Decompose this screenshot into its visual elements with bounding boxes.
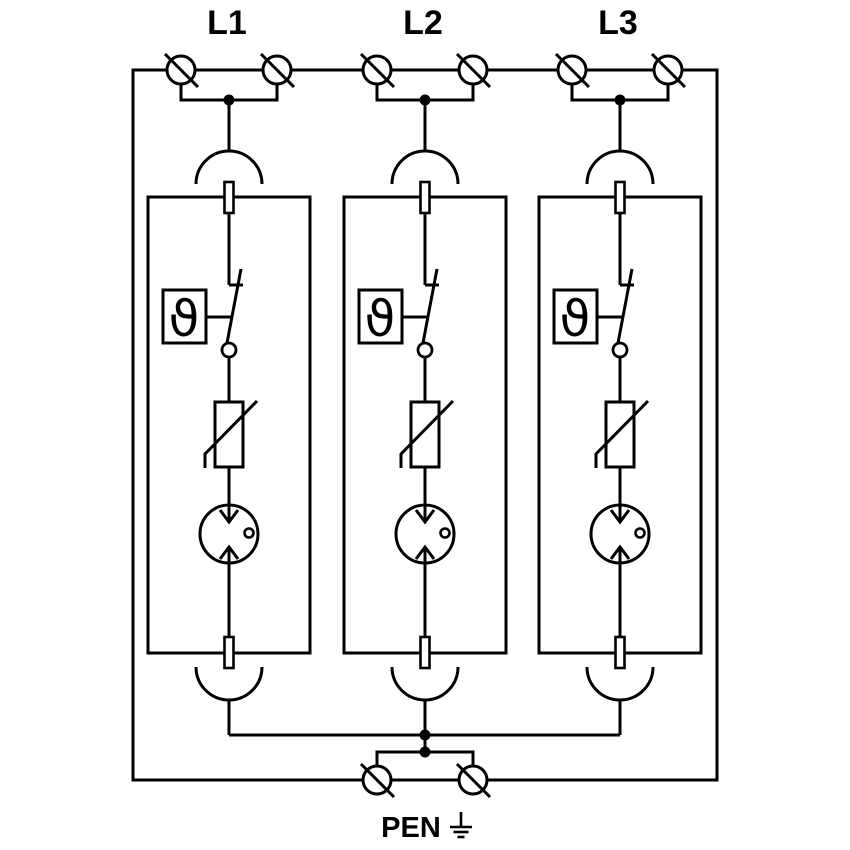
pen-label: PEN	[381, 812, 441, 844]
phase-label-l2: L2	[403, 4, 443, 42]
phase-label-l3: L3	[598, 4, 638, 42]
device-frame	[131, 68, 719, 782]
pen-terminal-right	[455, 762, 492, 799]
phase-module-l3	[539, 54, 701, 735]
pen-terminal-bracket	[375, 750, 475, 767]
phase-label-l1: L1	[207, 4, 247, 42]
phase-module-l1	[148, 54, 310, 735]
earth-icon	[450, 812, 472, 839]
pen-terminal-left	[359, 762, 396, 799]
phase-module-l2	[344, 54, 506, 735]
